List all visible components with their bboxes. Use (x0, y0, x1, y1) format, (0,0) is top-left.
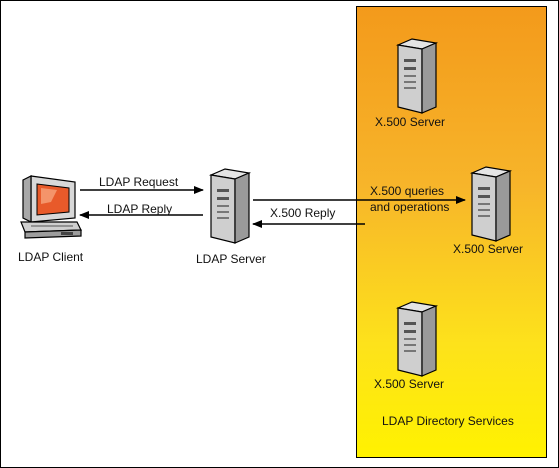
ldap-directory-services-panel (356, 6, 547, 458)
x500-server-bottom-icon (395, 301, 439, 377)
x500-queries-label: X.500 queries (370, 184, 445, 198)
x500-server-top-icon (395, 38, 439, 114)
x500-server-top-label: X.500 Server (375, 115, 446, 129)
x500-server-middle-icon (469, 166, 513, 242)
ldap-client-label: LDAP Client (18, 250, 84, 264)
x500-server-bottom-label: X.500 Server (374, 377, 445, 391)
ldap-directory-services-label: LDAP Directory Services (382, 414, 514, 428)
ldap-reply-label: LDAP Reply (107, 202, 173, 216)
x500-operations-label: and operations (370, 200, 450, 214)
x500-reply-label: X.500 Reply (270, 206, 336, 220)
ldap-request-label: LDAP Request (99, 175, 179, 189)
ldap-client-computer-icon (20, 175, 82, 239)
x500-server-middle-label: X.500 Server (453, 242, 524, 256)
ldap-server-label: LDAP Server (196, 252, 266, 266)
ldap-server-icon (208, 168, 252, 244)
